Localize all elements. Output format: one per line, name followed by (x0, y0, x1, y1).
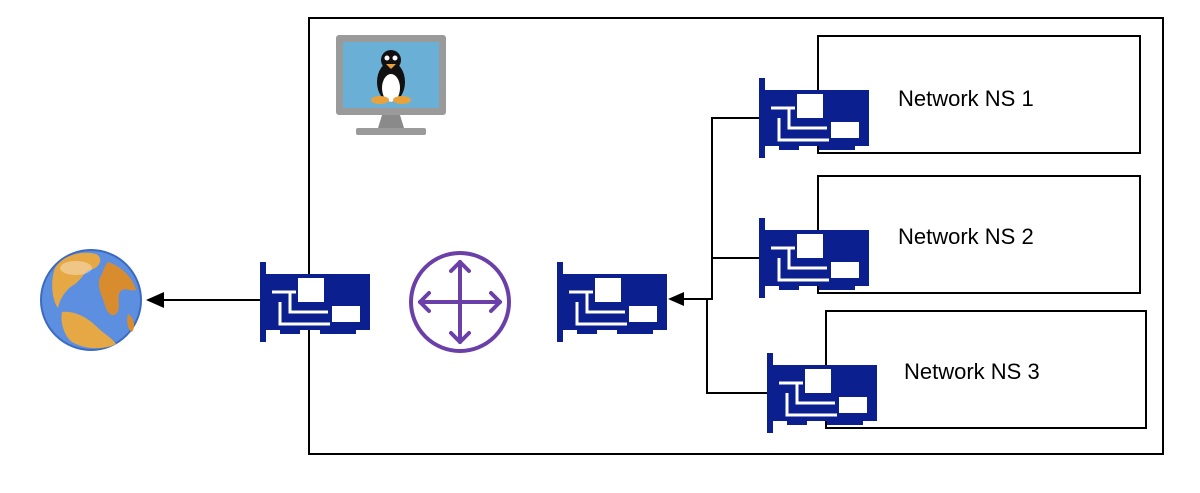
namespace-label-2: Network NS 2 (898, 224, 1034, 249)
host-frame (308, 17, 1164, 455)
router-icon (409, 251, 511, 353)
connector-lines (684, 117, 767, 394)
namespace-2-nic-icon (757, 216, 871, 300)
arrowhead-globe (146, 292, 164, 308)
arrowhead-inner-nic (668, 292, 684, 306)
external-nic-icon (258, 260, 372, 344)
namespace-1-nic-icon (757, 76, 871, 160)
namespace-label-1: Network NS 1 (898, 86, 1034, 111)
inner-nic-icon (555, 260, 669, 344)
linux-monitor-icon (336, 35, 446, 135)
globe-icon (40, 249, 142, 351)
namespace-3-nic-icon (765, 351, 879, 435)
namespace-label-3: Network NS 3 (904, 359, 1040, 384)
